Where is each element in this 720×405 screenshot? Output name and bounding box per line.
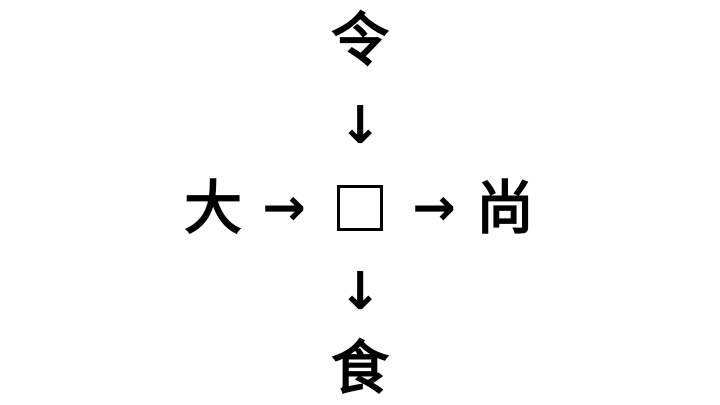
arrow-right-right: → [412, 178, 456, 238]
bottom-kanji: 食 [330, 334, 389, 402]
arrow-down-bottom: ↓ [338, 262, 382, 322]
top-kanji: 令 [330, 6, 389, 74]
right-kanji: 尚 [475, 174, 534, 242]
left-kanji: 大 [183, 174, 242, 242]
arrow-down-top: ↓ [338, 96, 382, 156]
arrow-right-left: → [262, 178, 306, 238]
blank-answer-box[interactable] [337, 185, 383, 231]
